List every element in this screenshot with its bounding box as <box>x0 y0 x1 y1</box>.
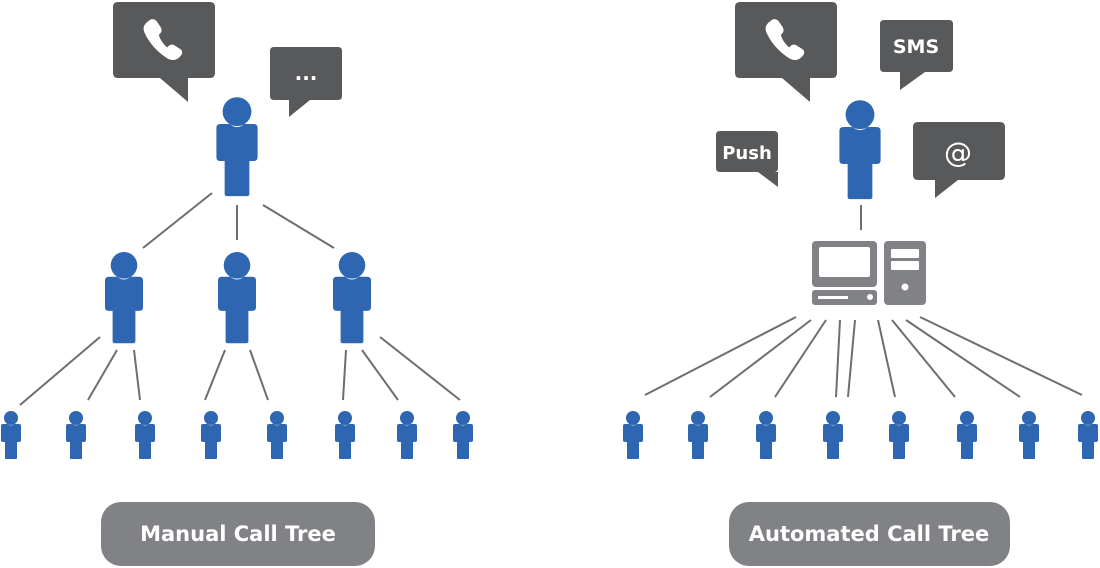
connector-lines <box>644 316 1083 398</box>
person-icon <box>1019 411 1039 459</box>
person-icon <box>756 411 776 459</box>
at-icon: @ <box>944 136 972 169</box>
person-icon <box>623 411 643 459</box>
person-icon <box>201 411 221 459</box>
svg-text:Automated Call Tree: Automated Call Tree <box>749 522 990 546</box>
person-icon <box>1 411 21 459</box>
automated-call-tree: SMS Push @ <box>623 2 1098 566</box>
person-icon <box>397 411 417 459</box>
person-icon <box>453 411 473 459</box>
email-bubble: @ <box>913 122 1005 198</box>
person-icon <box>1078 411 1098 459</box>
svg-text:Push: Push <box>722 143 772 164</box>
caller-person-icon <box>839 100 881 200</box>
person-icon <box>218 252 256 344</box>
manual-call-tree-label: Manual Call Tree <box>101 502 375 566</box>
svg-text:Manual Call Tree: Manual Call Tree <box>140 522 336 546</box>
manual-message-bubble: ... <box>270 47 342 117</box>
caller-person-icon <box>216 97 258 197</box>
connector-lines <box>19 192 461 406</box>
person-icon <box>333 252 371 344</box>
computer-icon <box>812 241 926 305</box>
sms-bubble: SMS <box>880 20 953 90</box>
recipients <box>1 411 473 459</box>
person-icon <box>135 411 155 459</box>
svg-text:SMS: SMS <box>893 36 939 58</box>
person-icon <box>688 411 708 459</box>
recipients <box>623 411 1098 459</box>
manual-phone-bubble <box>113 2 215 102</box>
push-bubble: Push <box>716 131 778 187</box>
person-icon <box>267 411 287 459</box>
person-icon <box>823 411 843 459</box>
automated-call-tree-label: Automated Call Tree <box>729 502 1010 566</box>
ellipsis-icon: ... <box>295 61 318 85</box>
automated-phone-bubble <box>735 2 837 102</box>
person-icon <box>335 411 355 459</box>
person-icon <box>957 411 977 459</box>
person-icon <box>105 252 143 344</box>
person-icon <box>66 411 86 459</box>
manual-call-tree: ... <box>1 2 473 566</box>
person-icon <box>889 411 909 459</box>
